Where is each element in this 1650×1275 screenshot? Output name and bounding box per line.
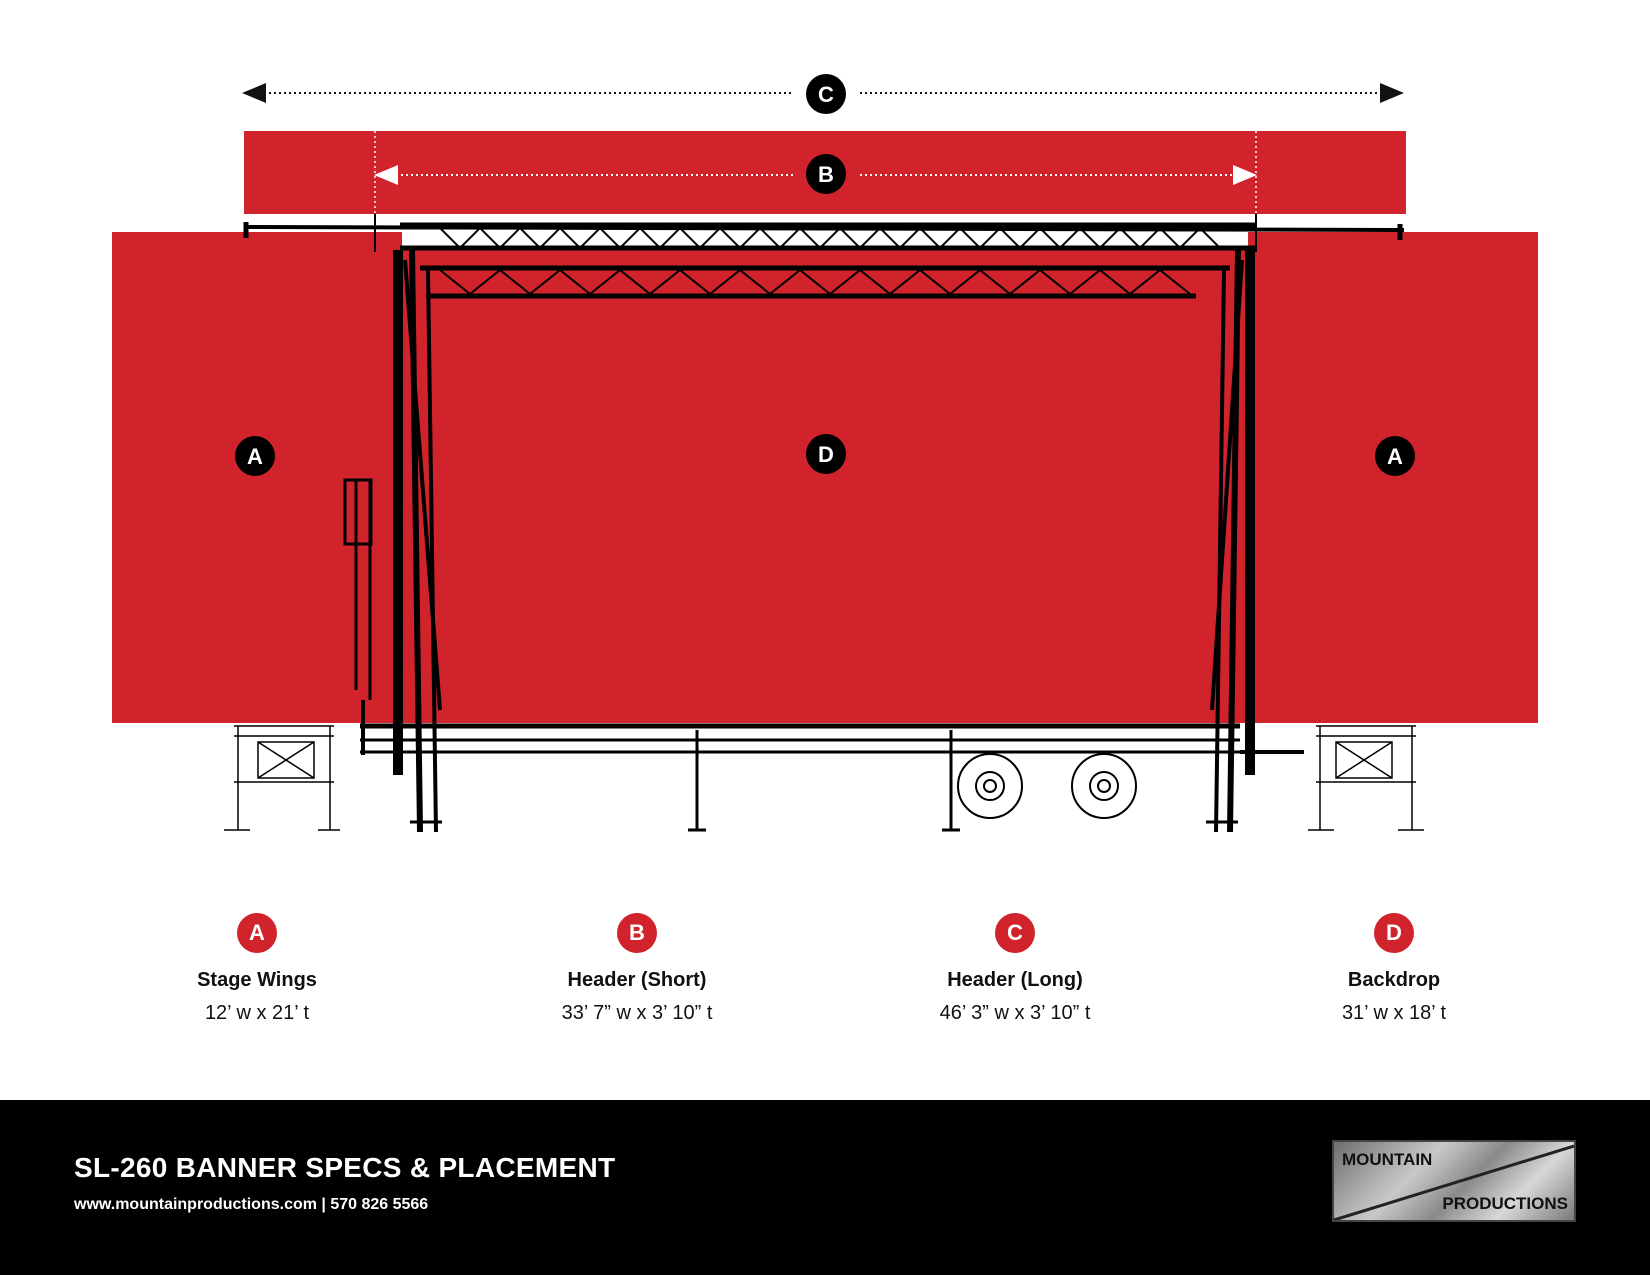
badge-d-backdrop: [806, 434, 846, 474]
badge-a-right-wing: [1375, 436, 1415, 476]
contact-info: www.mountainproductions.com | 570 826 55…: [74, 1196, 429, 1213]
legend-dimensions: 31’ w x 18’ t: [1341, 1002, 1447, 1024]
stage-truss: [243, 214, 1405, 833]
logo-text-bottom: PRODUCTIONS: [1442, 1194, 1568, 1213]
trailer-wheel-front: [957, 753, 1023, 819]
legend-badge: A: [237, 913, 277, 953]
legend-badge: C: [995, 913, 1035, 953]
badge-a-left-wing: [235, 436, 275, 476]
legend-name: Backdrop: [1347, 969, 1441, 991]
legend-name: Stage Wings: [197, 969, 317, 991]
legend-dimensions: 12’ w x 21’ t: [204, 1002, 310, 1024]
legend-item-backdrop: D Backdrop 31’ w x 18’ t: [1264, 913, 1524, 1025]
backdrop-banner: [400, 250, 1250, 723]
trailer-wheel-rear: [1071, 753, 1137, 819]
mountain-productions-logo: MOUNTAIN PRODUCTIONS: [1332, 1140, 1576, 1222]
badge-b-header-label: B: [818, 162, 834, 187]
legend-item-stage-wings: A Stage Wings 12’ w x 21’ t: [127, 913, 387, 1025]
legend-dimensions: 33’ 7” w x 3’ 10” t: [561, 1002, 713, 1024]
badge-c-top: [806, 74, 846, 114]
badge-c-top-label: C: [818, 82, 834, 107]
trailer-chassis: [360, 700, 1304, 832]
badge-a-right-wing-label: A: [1387, 444, 1403, 469]
stage-wing-left: [112, 232, 402, 723]
stage-diagram: C B: [112, 74, 1538, 833]
legend-dimensions: 46’ 3” w x 3’ 10” t: [939, 1002, 1091, 1024]
legend-name: Header (Long): [947, 969, 1083, 991]
wing-deck-left: [224, 725, 340, 831]
page-title: SL-260 BANNER SPECS & PLACEMENT: [74, 1152, 616, 1183]
logo-text-top: MOUNTAIN: [1342, 1150, 1433, 1169]
wing-deck-right: [1308, 725, 1424, 831]
badge-d-backdrop-label: D: [818, 442, 834, 467]
legend-badge: D: [1374, 913, 1414, 953]
footer-bar: SL-260 BANNER SPECS & PLACEMENT www.moun…: [0, 1100, 1650, 1275]
badge-b-header: [806, 154, 846, 194]
legend-item-header-long: C Header (Long) 46’ 3” w x 3’ 10” t: [885, 913, 1145, 1025]
legend-name: Header (Short): [567, 969, 707, 991]
legend-badge: B: [617, 913, 657, 953]
stage-wing-right: [1248, 232, 1538, 723]
badge-a-left-wing-label: A: [247, 444, 263, 469]
legend-item-header-short: B Header (Short) 33’ 7” w x 3’ 10” t: [507, 913, 767, 1025]
logo-slash: [1334, 1144, 1574, 1220]
